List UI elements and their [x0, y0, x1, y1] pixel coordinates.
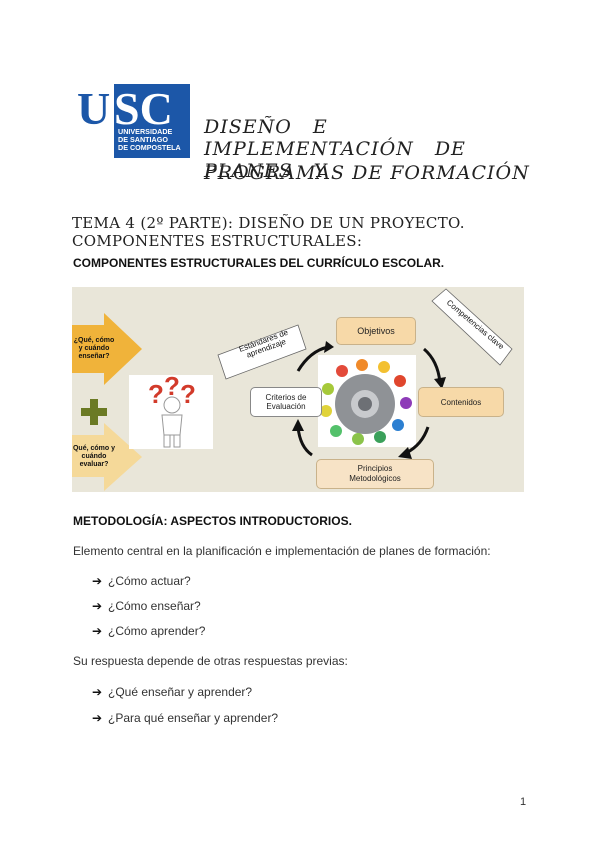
list-item: ➔¿Qué enseñar y aprender? [92, 685, 253, 699]
estandares-banner [217, 324, 307, 380]
usc-logo-graphic: U SC [77, 83, 190, 158]
list-item: ➔¿Cómo aprender? [92, 624, 206, 638]
arrow-bullet-icon: ➔ [92, 574, 103, 588]
competencias-banner [431, 288, 513, 366]
svg-text:?: ? [180, 379, 196, 409]
paragraph-elemento-central: Elemento central en la planificación e i… [73, 544, 491, 558]
document-title-line2: PROGRAMAS DE FORMACIÓN [204, 162, 530, 184]
list-item: ➔¿Cómo actuar? [92, 574, 191, 588]
page-number: 1 [520, 796, 527, 808]
cycle-arrow-4 [296, 426, 313, 457]
plus-icon [81, 399, 107, 425]
arrow-bottom [72, 423, 142, 491]
tema-heading: TEMA 4 (2º PARTE): DISEÑO DE UN PROYECTO… [72, 214, 465, 250]
diagram-shapes: ? ? ? [72, 288, 513, 491]
arrow-bullet-icon: ➔ [92, 685, 103, 699]
objetivos-box: Objetivos [336, 317, 416, 345]
principios-box: Principios Metodológicos [316, 459, 434, 489]
list-item: ➔¿Cómo enseñar? [92, 599, 201, 613]
arrow-bullet-icon: ➔ [92, 599, 103, 613]
svg-text:SC: SC [114, 84, 173, 134]
person-figure [161, 396, 183, 448]
contenidos-box: Contenidos [418, 387, 504, 417]
svg-text:U: U [77, 84, 110, 134]
logo-subtitle: UNIVERSIDADE DE SANTIAGO DE COMPOSTELA [118, 127, 181, 152]
section-heading-metodologia: METODOLOGÍA: ASPECTOS INTRODUCTORIOS. [73, 514, 352, 528]
curriculum-diagram: ? ? ? [72, 287, 524, 492]
section-heading-componentes: COMPONENTES ESTRUCTURALES DEL CURRÍCULO … [73, 256, 445, 270]
cycle-arrow-2 [422, 347, 442, 384]
usc-logo: U SC UNIVERSIDADE DE SANTIAGO DE COMPOST… [76, 83, 190, 158]
arrow-bottom-label: Qué, cómo y cuándo evaluar? [72, 445, 115, 468]
svg-text:?: ? [164, 371, 180, 401]
arrow-top-label: ¿Qué, cómo y cuándo enseñar? [73, 337, 115, 360]
arrow-bullet-icon: ➔ [92, 711, 103, 725]
paragraph-respuesta: Su respuesta depende de otras respuestas… [73, 654, 348, 668]
question-marks: ? [148, 379, 164, 409]
arrow-top [72, 313, 142, 385]
list-item: ➔¿Para qué enseñar y aprender? [92, 711, 279, 725]
document-title-line1: DISEÑO E IMPLEMENTACIÓN DE PLANES Y [204, 116, 466, 182]
criterios-box: Criterios de Evaluación [250, 387, 322, 417]
arrow-bullet-icon: ➔ [92, 624, 103, 638]
